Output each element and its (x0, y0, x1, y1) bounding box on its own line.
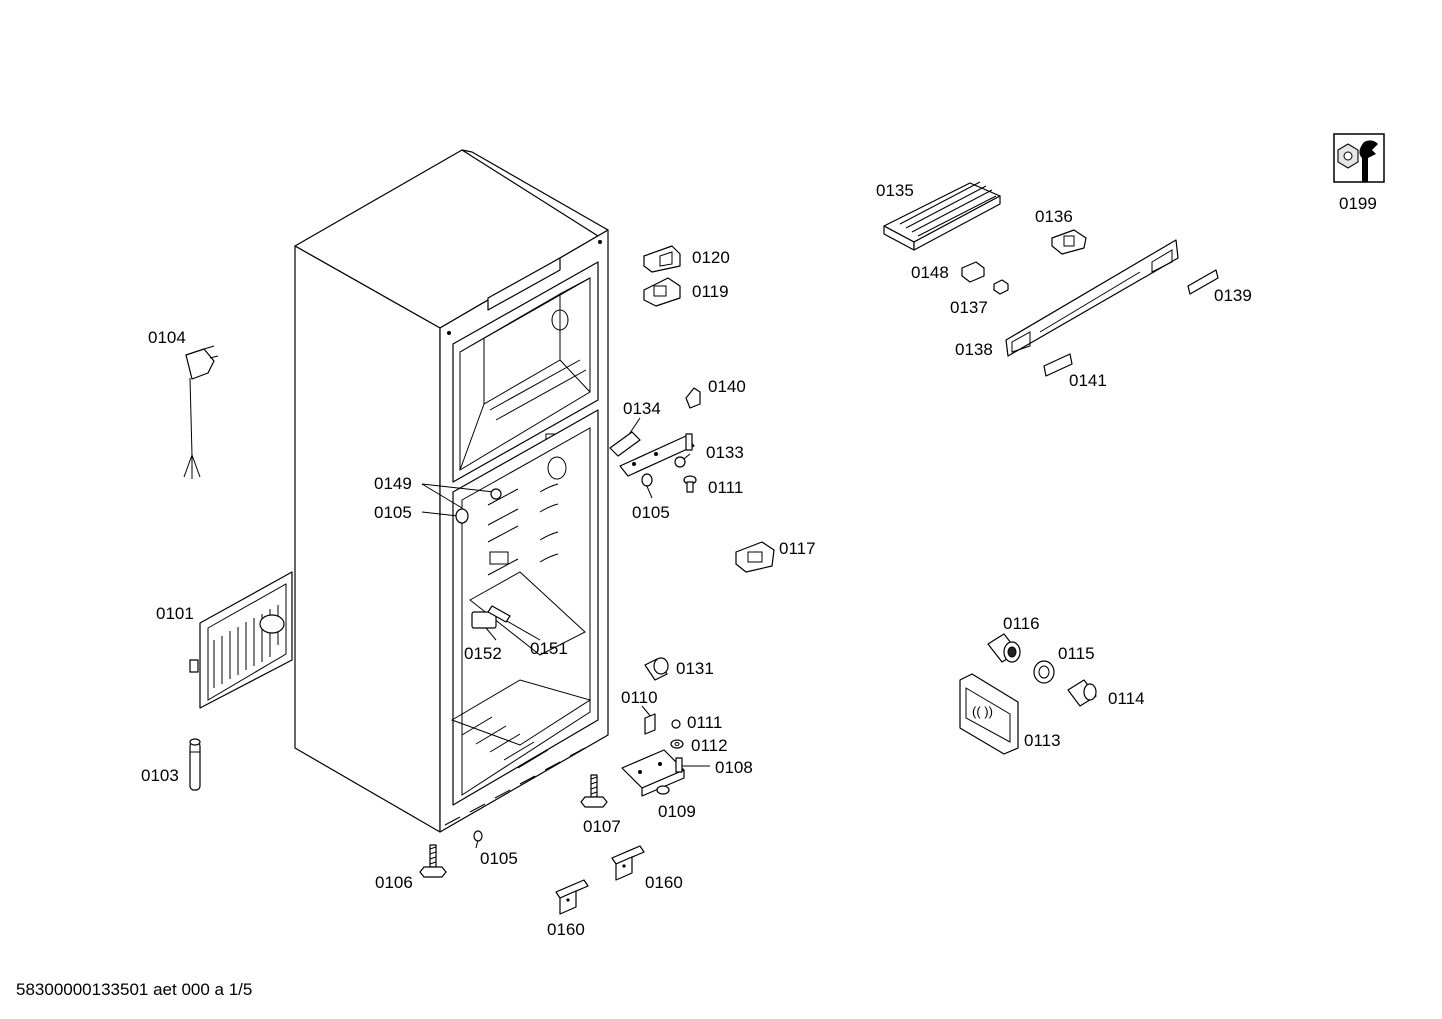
control-board-part (883, 181, 1001, 251)
hinge-cover-part-lower (643, 277, 681, 307)
label-0136: 0136 (1035, 207, 1073, 226)
bracket-part-1 (611, 845, 645, 881)
label-0137: 0137 (950, 298, 988, 317)
clip-part (644, 713, 656, 735)
label-0105-left: 0105 (374, 503, 412, 522)
bracket-part-2 (555, 879, 589, 915)
label-0160-right: 0160 (645, 873, 683, 892)
refrigerator-cabinet (294, 149, 609, 833)
lamp-part (487, 605, 511, 623)
label-0110: 0110 (621, 688, 658, 707)
thermostat-knob-part (1033, 660, 1055, 684)
levelling-foot-part-right (580, 774, 608, 808)
label-0152: 0152 (464, 644, 502, 663)
label-0101: 0101 (156, 604, 194, 623)
label-0107: 0107 (583, 817, 621, 836)
label-0106: 0106 (375, 873, 413, 892)
screw-part-hinge (683, 475, 697, 493)
label-0134: 0134 (623, 399, 661, 418)
rear-grille-part (189, 571, 293, 709)
label-0148: 0148 (911, 263, 949, 282)
control-strip-part (1005, 239, 1179, 357)
drain-tube-part (189, 738, 201, 791)
label-0111-lower: 0111 (687, 713, 722, 732)
document-number: 58300000133501 aet 000 a 1/5 (16, 980, 253, 999)
middle-hinge-part (609, 431, 695, 477)
label-0138: 0138 (955, 340, 993, 359)
connector-part (961, 261, 985, 283)
label-0105-hinge: 0105 (632, 503, 670, 522)
thermostat-shaft-part (1067, 679, 1097, 707)
small-connector-part (993, 279, 1009, 295)
label-0112: 0112 (691, 736, 728, 755)
label-0113: 0113 (1024, 731, 1061, 750)
cap-part-left (455, 508, 469, 524)
screw-part-left (490, 488, 502, 500)
wrench-nut-icon (1333, 133, 1385, 183)
label-0139: 0139 (1214, 286, 1252, 305)
door-switch-part (735, 541, 775, 573)
label-0115: 0115 (1058, 644, 1095, 663)
label-0120: 0120 (692, 248, 730, 267)
cap-part-bottom (473, 830, 483, 842)
label-0105-bottom: 0105 (480, 849, 518, 868)
hinge-pin-part (685, 387, 701, 409)
label-0149: 0149 (374, 474, 412, 493)
label-0103: 0103 (141, 766, 179, 785)
label-part (1043, 353, 1073, 377)
label-0151: 0151 (530, 639, 568, 658)
label-0135: 0135 (876, 181, 914, 200)
label-0109: 0109 (658, 802, 696, 821)
label-0116: 0116 (1003, 614, 1040, 633)
bushing-part (644, 657, 669, 681)
cap-part-hinge (641, 473, 653, 487)
label-0119: 0119 (692, 282, 729, 301)
thermostat-lamp-part (987, 633, 1021, 663)
washer-part (670, 739, 684, 749)
label-part-small (1187, 269, 1219, 295)
levelling-foot-part-left (419, 844, 447, 878)
part-labels: 0104 0101 0103 0149 0105 0152 0151 0106 … (141, 181, 1377, 939)
label-0131: 0131 (676, 659, 714, 678)
label-0199: 0199 (1339, 194, 1377, 213)
label-0108: 0108 (715, 758, 753, 777)
svg-text:(( )): (( )) (972, 704, 993, 719)
lamp-cover-part (471, 611, 497, 629)
relay-part (1051, 229, 1087, 255)
label-0140: 0140 (708, 377, 746, 396)
power-plug-part (183, 345, 219, 479)
label-0160-lower: 0160 (547, 920, 585, 939)
label-0133: 0133 (706, 443, 744, 462)
leader-lines (421, 417, 710, 849)
label-0111-upper: 0111 (708, 478, 743, 497)
label-0141: 0141 (1069, 371, 1107, 390)
screw-part-lower (671, 719, 681, 729)
label-0114: 0114 (1108, 689, 1145, 708)
bottom-hinge-part (621, 749, 685, 797)
hinge-cover-part-top (643, 245, 681, 273)
thermostat-housing-part: (( )) (959, 673, 1019, 755)
label-0117: 0117 (779, 539, 816, 558)
label-0104: 0104 (148, 328, 186, 347)
